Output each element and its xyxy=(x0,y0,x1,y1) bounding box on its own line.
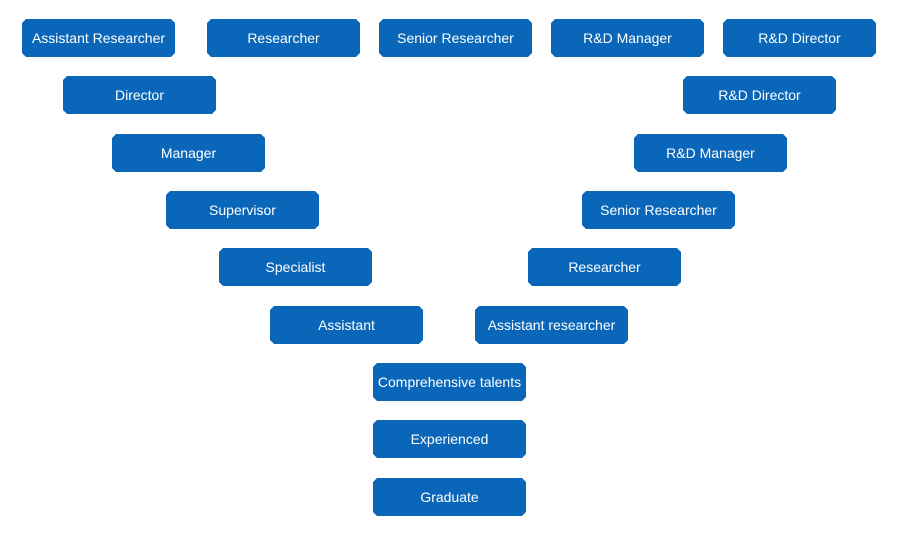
node-label: Assistant Researcher xyxy=(31,30,166,46)
node-label: Senior Researcher xyxy=(600,202,717,218)
left-branch-node-director: Director xyxy=(63,76,216,114)
top-row-node-assistant-researcher: Assistant Researcher xyxy=(22,19,175,57)
node-label: R&D Director xyxy=(758,30,841,46)
trunk-node-experienced: Experienced xyxy=(373,420,526,458)
right-branch-node-rd-manager: R&D Manager xyxy=(634,134,787,172)
node-label: Assistant xyxy=(318,317,375,333)
node-label: Researcher xyxy=(247,30,320,46)
node-label: Researcher xyxy=(568,259,641,275)
trunk-node-graduate: Graduate xyxy=(373,478,526,516)
node-label: R&D Director xyxy=(718,87,801,103)
left-branch-node-supervisor: Supervisor xyxy=(166,191,319,229)
node-label: Supervisor xyxy=(209,202,276,218)
right-branch-node-assistant-researcher: Assistant researcher xyxy=(475,306,628,344)
node-label: Director xyxy=(114,87,164,103)
right-branch-node-rd-director: R&D Director xyxy=(683,76,836,114)
node-label: R&D Manager xyxy=(583,30,672,46)
right-branch-node-senior-researcher: Senior Researcher xyxy=(582,191,735,229)
node-label: Manager xyxy=(160,145,217,161)
node-label: Specialist xyxy=(265,259,326,275)
left-branch-node-assistant: Assistant xyxy=(270,306,423,344)
top-row-node-researcher: Researcher xyxy=(207,19,360,57)
top-row-node-senior-researcher: Senior Researcher xyxy=(379,19,532,57)
node-label: Experienced xyxy=(410,431,489,447)
node-label: Comprehensive talents xyxy=(377,374,522,390)
trunk-node-comprehensive-talents: Comprehensive talents xyxy=(373,363,526,401)
top-row-node-rd-director: R&D Director xyxy=(723,19,876,57)
node-label: R&D Manager xyxy=(666,145,755,161)
node-label: Assistant researcher xyxy=(487,317,616,333)
top-row-node-rd-manager: R&D Manager xyxy=(551,19,704,57)
right-branch-node-researcher: Researcher xyxy=(528,248,681,286)
node-label: Graduate xyxy=(420,489,479,505)
left-branch-node-specialist: Specialist xyxy=(219,248,372,286)
node-label: Senior Researcher xyxy=(397,30,514,46)
left-branch-node-manager: Manager xyxy=(112,134,265,172)
